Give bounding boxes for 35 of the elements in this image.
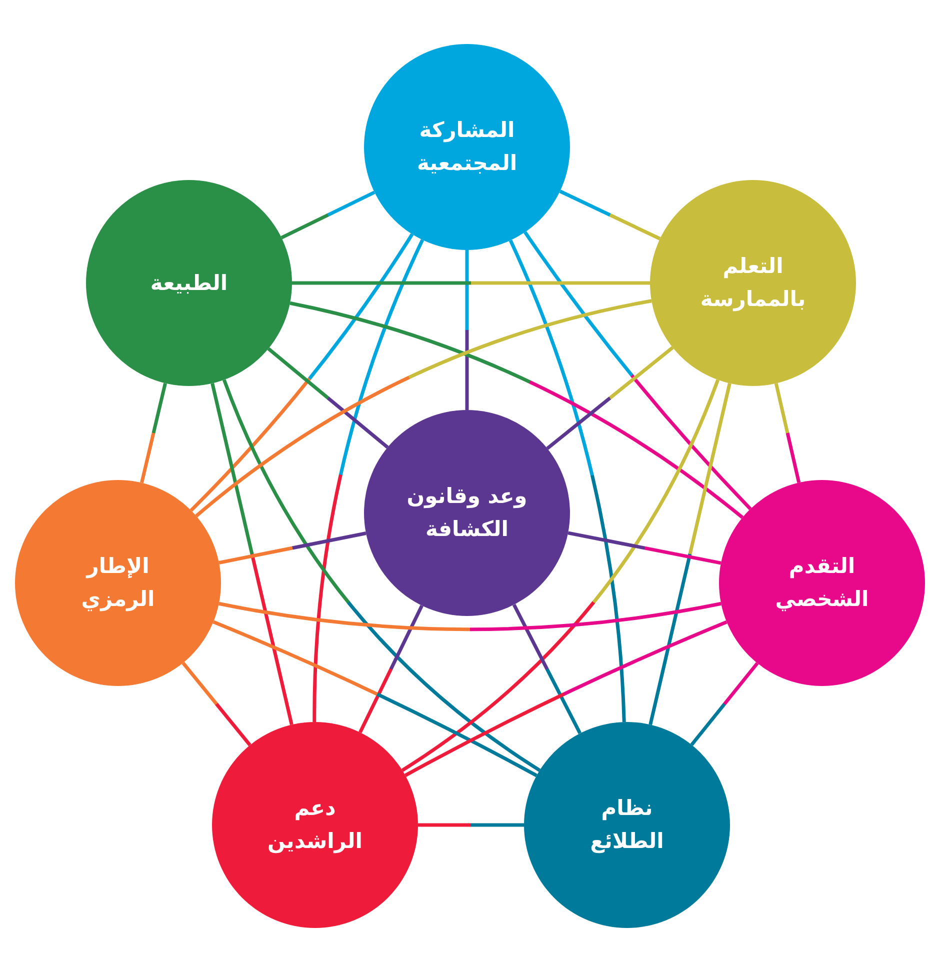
connector-line: [267, 347, 389, 449]
connector-line: [690, 662, 759, 746]
connector-line: [140, 382, 167, 484]
connector-line: [290, 301, 744, 519]
connector-line: [465, 250, 469, 410]
connector-line: [312, 239, 424, 722]
node-label: نظام الطلائع: [589, 795, 665, 856]
connector-line: [404, 620, 728, 777]
node-label: الطبيعة: [150, 270, 228, 297]
connector-line: [182, 662, 252, 746]
connector-line: [190, 233, 414, 512]
connector-line: [546, 346, 674, 450]
connector-line: [508, 240, 626, 722]
node-label: وعد وقانون الكشافة: [406, 483, 528, 543]
connector-line: [401, 379, 720, 772]
connector-line: [524, 231, 752, 510]
connector-line: [218, 532, 366, 564]
connector-line: [210, 382, 294, 726]
connector-line: [512, 604, 582, 734]
connector-line: [648, 382, 732, 726]
connector-line: [218, 602, 722, 632]
connector-line: [280, 190, 376, 240]
connector-line: [212, 620, 538, 778]
node-label: التعلم بالممارسة: [699, 253, 807, 314]
node-label: المشاركة المجتمعية: [416, 117, 518, 177]
node-label: التقدم الشخصي: [774, 553, 870, 614]
connector-line: [559, 190, 661, 240]
connector-line: [292, 281, 650, 285]
node-label: دعم الراشدين: [266, 795, 364, 856]
connector-line: [568, 531, 722, 565]
connector-line: [222, 379, 541, 772]
connector-line: [418, 823, 524, 827]
connector-line: [774, 382, 801, 484]
node-label: الإطار الرمزي: [80, 553, 156, 614]
connector-line: [358, 604, 424, 734]
